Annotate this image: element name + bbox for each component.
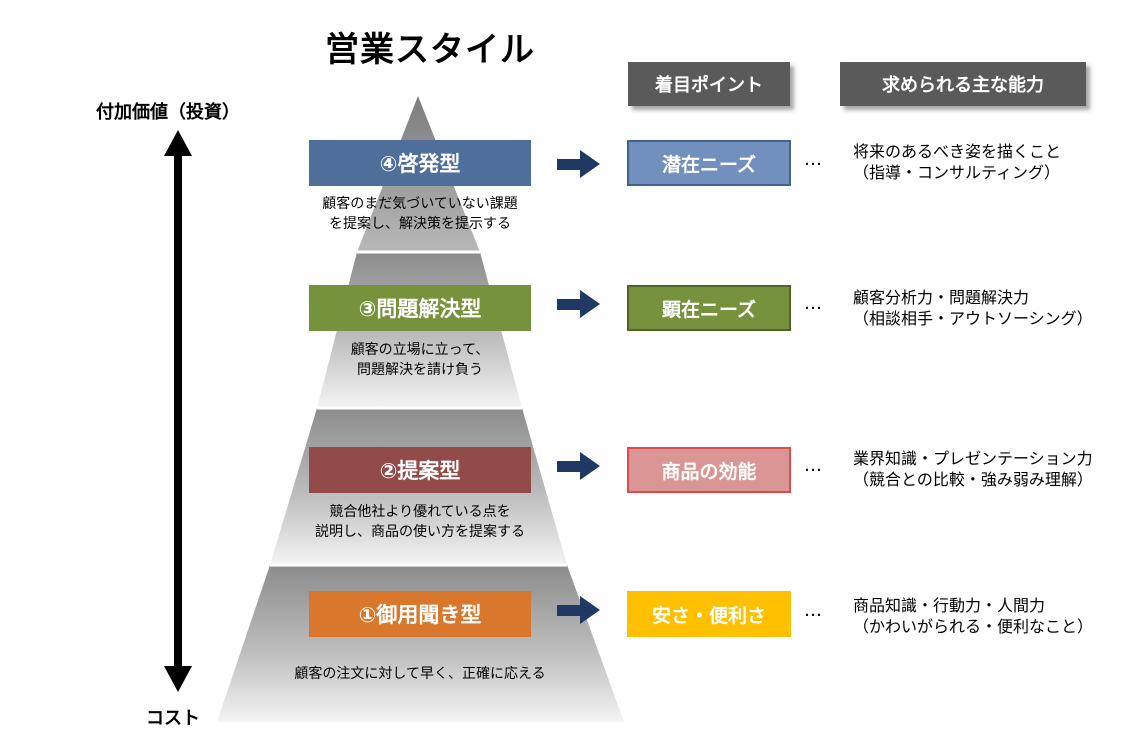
type-description-proposal: 競合他社より優れている点を 説明し、商品の使い方を提案する — [315, 504, 525, 540]
ability-text: 商品知識・行動力・人間力 （かわいがられる・便利なこと） — [853, 596, 1094, 636]
type-description-problem-solving: 顧客の立場に立って、 問題解決を請け負う — [350, 342, 490, 378]
header-focus-point: 着目ポイント — [628, 62, 790, 106]
axis-top-label: 付加価値（投資） — [96, 102, 240, 123]
focus-point-product-efficacy: 商品の効能 — [627, 447, 791, 493]
arrow-right-icon — [580, 596, 600, 624]
ellipsis: … — [804, 149, 822, 170]
focus-point-cheap-convenient: 安さ・便利さ — [627, 591, 791, 637]
axis-bottom-label: コスト — [146, 708, 200, 729]
arrow-right-icon — [557, 159, 581, 170]
pyramid-tier-1 — [217, 565, 624, 722]
type-box-enlightenment: ④啓発型 — [309, 140, 531, 186]
arrow-right-icon — [580, 150, 600, 178]
header-required-ability: 求められる主な能力 — [840, 62, 1086, 106]
arrow-right-icon — [580, 290, 600, 318]
ellipsis: … — [804, 600, 822, 621]
ellipsis: … — [804, 455, 822, 476]
ability-text: 顧客分析力・問題解決力 （相談相手・アウトソーシング） — [853, 288, 1093, 328]
arrow-right-icon — [557, 605, 581, 616]
type-box-order-taker: ①御用聞き型 — [309, 591, 531, 637]
arrow-right-icon — [557, 299, 581, 310]
axis-arrow-down-icon — [164, 666, 192, 692]
focus-point-latent-needs: 潜在ニーズ — [627, 140, 791, 186]
ability-text: 業界知識・プレゼンテーション力 （競合との比較・強み弱み理解） — [853, 449, 1093, 489]
arrow-right-icon — [580, 452, 600, 480]
axis-line — [174, 150, 182, 670]
ability-text: 将来のあるべき姿を描くこと （指導・コンサルティング） — [853, 142, 1062, 182]
type-box-problem-solving: ③問題解決型 — [309, 285, 531, 331]
type-description-enlightenment: 顧客のまだ気づいていない課題 を提案し、解決策を提示する — [322, 196, 518, 232]
focus-point-apparent-needs: 顕在ニーズ — [627, 285, 791, 331]
type-box-proposal: ②提案型 — [309, 447, 531, 493]
diagram-title: 営業スタイル — [325, 30, 535, 70]
ellipsis: … — [804, 293, 822, 314]
type-description-order-taker: 顧客の注文に対して早く、正確に応える — [294, 666, 546, 682]
arrow-right-icon — [557, 461, 581, 472]
